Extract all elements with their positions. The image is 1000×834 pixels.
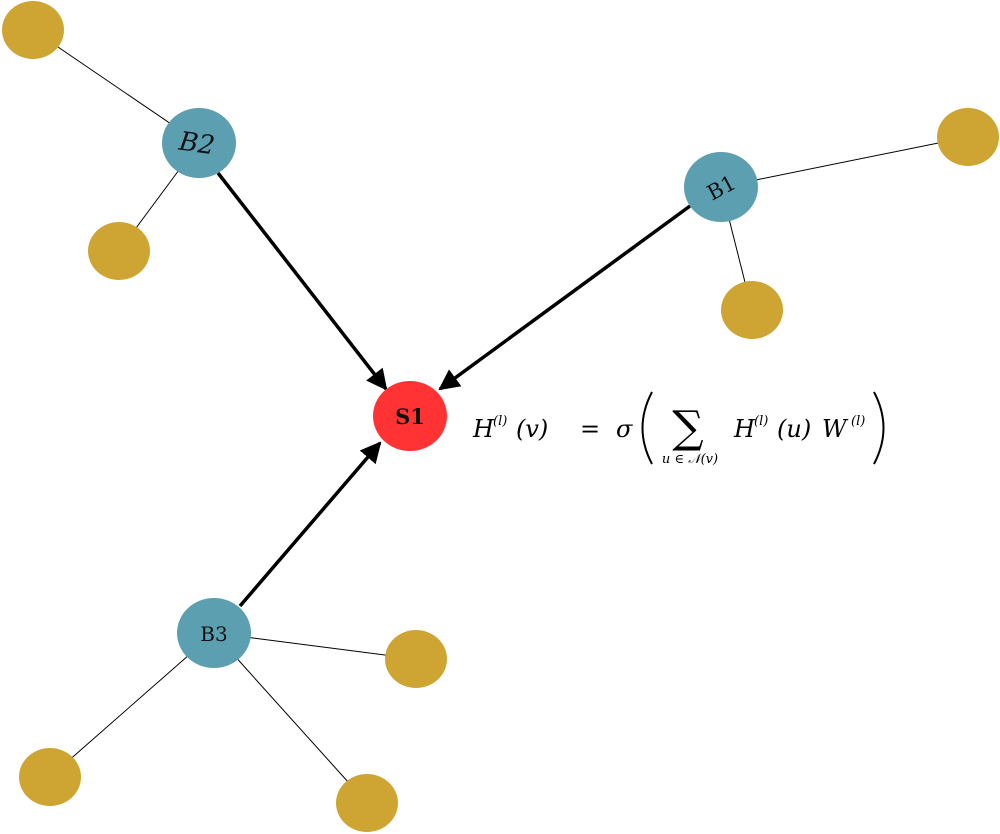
edge-b1-leaf-1 bbox=[720, 136, 969, 188]
formula-term1-superscript: (l) bbox=[754, 414, 768, 429]
leaf-node bbox=[19, 748, 81, 806]
formula-lhs-argument: (v) bbox=[516, 415, 548, 443]
hub-circle bbox=[684, 152, 758, 222]
target-circle bbox=[373, 381, 447, 451]
node-label-s1: S1 bbox=[395, 404, 425, 429]
arrow-b3-to-s1 bbox=[238, 441, 382, 608]
message-edges bbox=[216, 171, 692, 608]
formula-sum-symbol: ∑ bbox=[672, 402, 703, 453]
leaf-node bbox=[937, 108, 999, 166]
formula-term2-superscript: (l) bbox=[851, 414, 865, 429]
target-node-s1: S1 bbox=[373, 381, 447, 451]
node-label-b3: B3 bbox=[200, 622, 227, 646]
leaf-node bbox=[88, 222, 150, 280]
hub-node-b1: B1 bbox=[684, 152, 758, 222]
leaf-node bbox=[336, 774, 398, 832]
formula-left-paren bbox=[641, 391, 653, 465]
aggregation-formula: H (l) (v) = σ ∑ u ∈ 𝒩(v) H (l) (u) W (l) bbox=[472, 391, 885, 467]
formula-term1-argument: (u) bbox=[777, 415, 811, 443]
edge-b3-leaf-2 bbox=[49, 632, 215, 778]
formula-term1-symbol: H bbox=[733, 415, 756, 443]
hub-circle bbox=[177, 598, 251, 668]
leaf-node bbox=[2, 1, 64, 59]
formula-sigma: σ bbox=[616, 415, 633, 443]
arrow-b1-to-s1 bbox=[438, 204, 692, 391]
hub-node-b3: B3 bbox=[177, 598, 251, 668]
edge-b3-leaf-3 bbox=[213, 632, 368, 804]
formula-lhs-symbol: H bbox=[472, 415, 495, 443]
formula-lhs-superscript: (l) bbox=[493, 414, 507, 429]
leaf-node bbox=[721, 281, 783, 339]
arrow-b2-to-s1 bbox=[216, 171, 388, 391]
formula-sum-subscript: u ∈ 𝒩(v) bbox=[662, 452, 718, 467]
formula-equals: = bbox=[580, 415, 600, 443]
node-label-b2: B2 bbox=[176, 127, 216, 162]
formula-right-paren bbox=[873, 391, 885, 465]
formula-term2-symbol: W bbox=[822, 415, 849, 443]
hub-node-b2: B2 bbox=[162, 108, 236, 178]
hub-circle bbox=[162, 108, 236, 178]
leaf-node bbox=[385, 630, 447, 688]
